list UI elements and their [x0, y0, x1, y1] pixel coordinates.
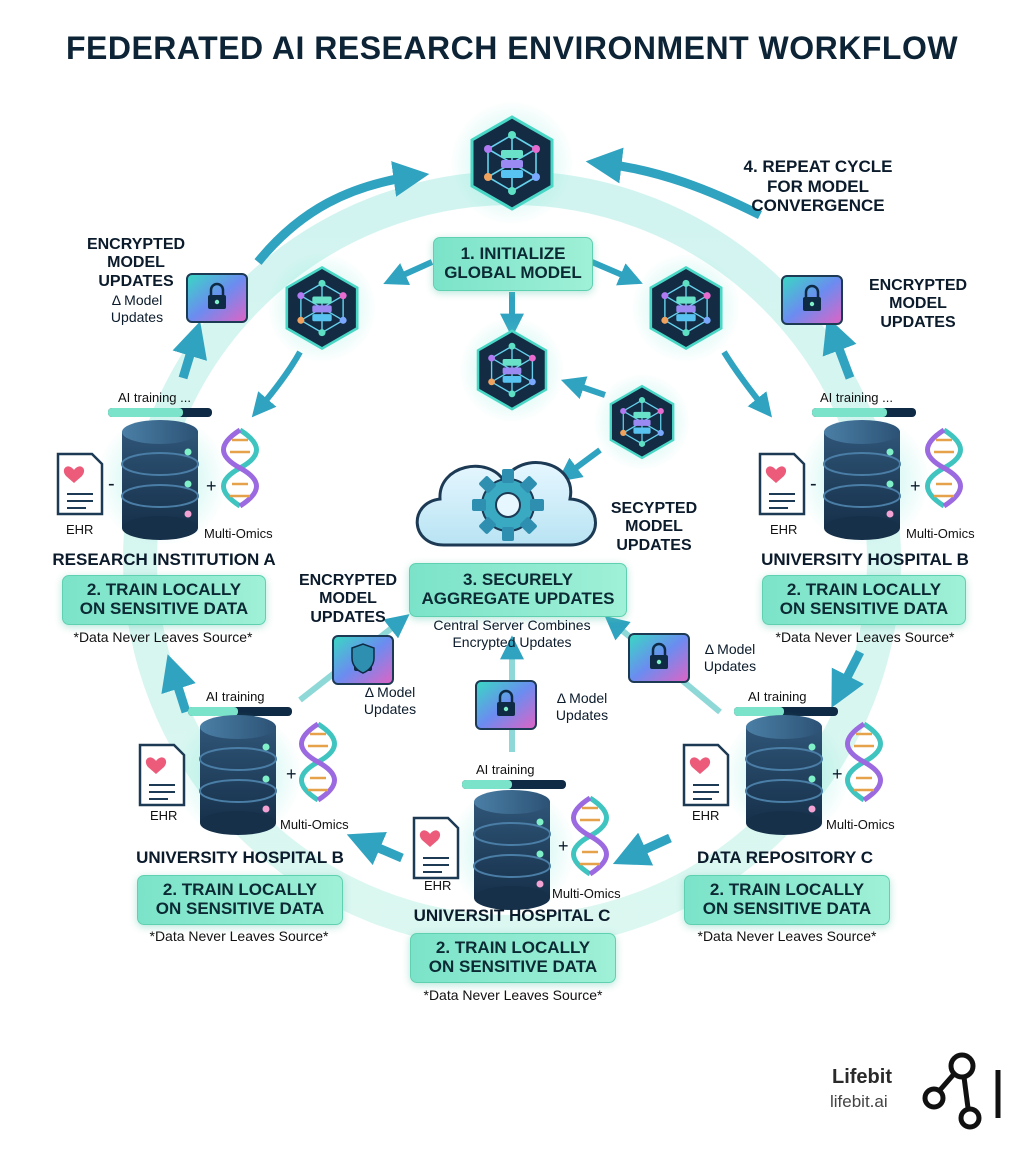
site-c-right-note: *Data Never Leaves Source* [697, 928, 877, 944]
aggregate-note-line1: Central Server Combines [433, 617, 591, 633]
site-b-left-train-box: 2. TRAIN LOCALLY ON SENSITIVE DATA [137, 875, 343, 925]
svg-text:+: + [286, 764, 297, 784]
delta-updates-mid-left-label: Δ Model Updates [350, 684, 430, 718]
step-initialize-line2: GLOBAL MODEL [444, 263, 582, 282]
site-c-center-train-line2: ON SENSITIVE DATA [428, 957, 598, 976]
site-b-left-train-line1: 2. TRAIN LOCALLY [162, 880, 318, 900]
step-repeat-line3: CONVERGENCE [751, 196, 885, 216]
encrypted-mid-line2: MODEL [319, 590, 377, 608]
delta-mid-left-line1: Δ Model [364, 684, 416, 700]
site-c-center-train-line1: 2. TRAIN LOCALLY [435, 938, 591, 958]
encrypted-left-line2: MODEL [107, 254, 165, 272]
delta-center-line2: Updates [555, 706, 609, 723]
site-c-center-train-box: 2. TRAIN LOCALLY ON SENSITIVE DATA [410, 933, 616, 983]
site-c-right-status: AI training [748, 689, 807, 704]
site-b-left-status: AI training [206, 689, 265, 704]
site-b-left-train-line2: ON SENSITIVE DATA [155, 899, 325, 918]
site-b-left-note: *Data Never Leaves Source* [149, 928, 329, 944]
step-repeat-line1: 4. REPEAT CYCLE [743, 157, 893, 176]
delta-center-line1: Δ Model [556, 690, 608, 706]
encrypted-updates-mid-label: ENCRYPTED MODEL UPDATES [292, 572, 404, 627]
encrypted-updates-left-label: ENCRYPTED MODEL UPDATES [76, 236, 196, 291]
page-title: FEDERATED AI RESEARCH ENVIRONMENT WORKFL… [65, 30, 959, 66]
svg-text:+: + [910, 476, 921, 496]
encrypted-right-line3: UPDATES [880, 313, 956, 331]
site-c-center-status: AI training [476, 762, 535, 777]
delta-updates-left-label: Δ Model Updates [92, 292, 182, 326]
site-a-train-line1: 2. TRAIN LOCALLY [86, 580, 242, 600]
delta-left-line2: Updates [110, 308, 164, 325]
site-a-status: AI training ... [118, 390, 191, 405]
site-c-right-train-box: 2. TRAIN LOCALLY ON SENSITIVE DATA [684, 875, 890, 925]
delta-mid-left-line2: Updates [363, 700, 417, 717]
encrypted-mid-line1: ENCRYPTED [298, 572, 398, 589]
site-a-omics-label: Multi-Omics [204, 526, 273, 541]
site-c-center-name: UNIVERSIT HOSPITAL C [413, 906, 611, 925]
delta-mid-right-line2: Updates [703, 657, 757, 674]
site-b-right-status: AI training ... [820, 390, 893, 405]
delta-mid-right-line1: Δ Model [704, 641, 756, 657]
site-b-right-train-line2: ON SENSITIVE DATA [779, 599, 949, 618]
site-c-center-ehr-label: EHR [424, 878, 452, 893]
encrypted-right-line2: MODEL [889, 295, 947, 313]
site-b-right-train-line1: 2. TRAIN LOCALLY [786, 580, 942, 600]
delta-updates-center-label: Δ Model Updates [542, 690, 622, 724]
step-aggregate-line1: 3. SECURELY [463, 570, 573, 590]
site-b-right-train-box: 2. TRAIN LOCALLY ON SENSITIVE DATA [762, 575, 966, 625]
step-repeat-line2: FOR MODEL [767, 176, 869, 196]
encrypted-left-line1: ENCRYPTED [86, 236, 186, 253]
step-aggregate-box: 3. SECURELY AGGREGATE UPDATES [409, 563, 627, 617]
delta-left-line1: Δ Model [111, 292, 163, 308]
encrypted-right-line1: ENCRYPTED [868, 277, 968, 294]
site-a-train-line2: ON SENSITIVE DATA [79, 599, 249, 618]
svg-text:+: + [206, 476, 217, 496]
lifebit-logo-name: Lifebit [832, 1066, 892, 1088]
secypted-updates-label: SECYPTED MODEL UPDATES [598, 500, 710, 555]
site-a-ehr-label: EHR [66, 522, 94, 537]
site-b-right-name: UNIVERSITY HOSPITAL B [761, 550, 969, 569]
secypted-line3: UPDATES [616, 536, 692, 554]
step-repeat-label: 4. REPEAT CYCLE FOR MODEL CONVERGENCE [738, 157, 898, 216]
site-c-right-omics-label: Multi-Omics [826, 817, 895, 832]
site-c-center-note: *Data Never Leaves Source* [423, 987, 603, 1003]
aggregate-note: Central Server Combines Encrypted Update… [412, 617, 612, 651]
encrypted-left-line3: UPDATES [98, 272, 174, 290]
encrypted-mid-line3: UPDATES [310, 608, 386, 626]
step-aggregate-line2: AGGREGATE UPDATES [421, 589, 615, 608]
site-a-train-box: 2. TRAIN LOCALLY ON SENSITIVE DATA [62, 575, 266, 625]
site-b-right-omics-label: Multi-Omics [906, 526, 975, 541]
site-b-left-name: UNIVERSITY HOSPITAL B [136, 848, 344, 867]
site-b-left-omics-label: Multi-Omics [280, 817, 349, 832]
site-c-right-train-line2: ON SENSITIVE DATA [702, 899, 872, 918]
svg-text:-: - [108, 473, 115, 495]
site-b-right-ehr-label: EHR [770, 522, 798, 537]
step-initialize-line1: 1. INITIALIZE [460, 244, 566, 264]
delta-updates-mid-right-label: Δ Model Updates [690, 641, 770, 675]
lifebit-logo-url: lifebit.ai [830, 1092, 888, 1111]
site-c-right-train-line1: 2. TRAIN LOCALLY [709, 880, 865, 900]
site-c-right-name: DATA REPOSITORY C [696, 848, 873, 867]
svg-text:-: - [810, 473, 817, 495]
aggregate-note-line2: Encrypted Updates [452, 633, 572, 650]
secypted-line2: MODEL [625, 518, 683, 536]
site-a-name: RESEARCH INSTITUTION A [52, 550, 276, 569]
site-a-note: *Data Never Leaves Source* [73, 629, 253, 645]
site-b-right-note: *Data Never Leaves Source* [775, 629, 955, 645]
site-c-center-omics-label: Multi-Omics [552, 886, 621, 901]
svg-text:+: + [558, 836, 569, 856]
encrypted-updates-right-label: ENCRYPTED MODEL UPDATES [858, 277, 978, 332]
step-initialize-box: 1. INITIALIZE GLOBAL MODEL [433, 237, 593, 291]
secypted-line1: SECYPTED [610, 500, 698, 517]
site-c-right-ehr-label: EHR [692, 808, 720, 823]
svg-text:+: + [832, 764, 843, 784]
site-b-left-ehr-label: EHR [150, 808, 178, 823]
